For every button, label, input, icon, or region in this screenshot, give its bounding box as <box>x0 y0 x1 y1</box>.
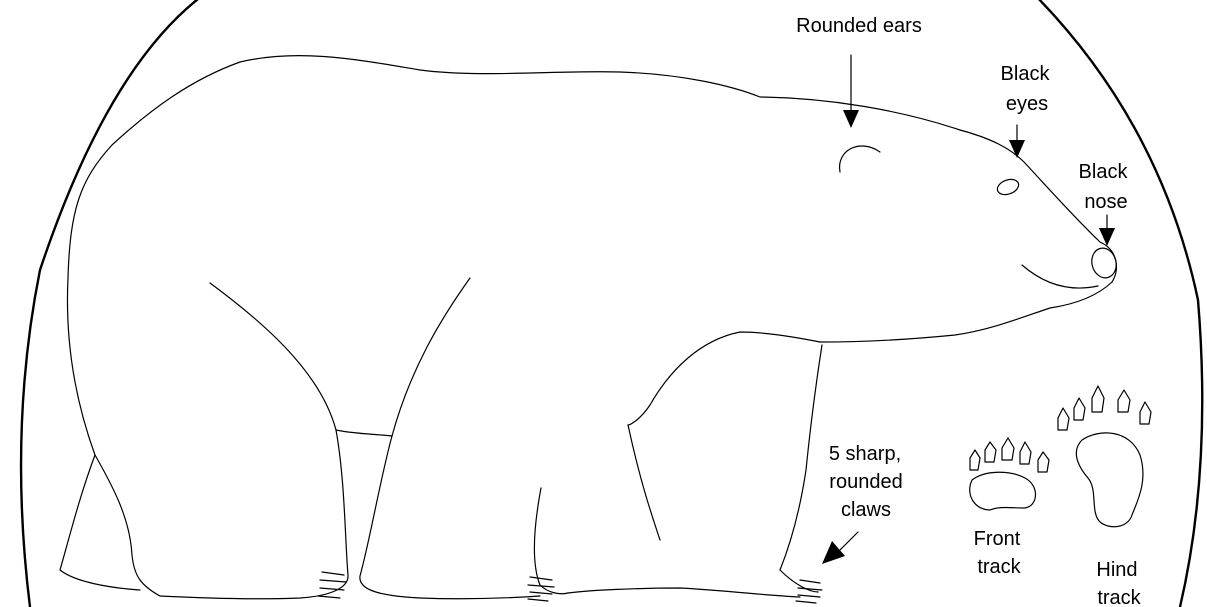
bear-outline <box>60 56 1116 599</box>
label-claws-line1: 5 sharp, <box>829 443 901 465</box>
label-claws-line2: rounded <box>829 471 902 493</box>
label-front-track-line1: Front <box>974 528 1021 550</box>
arrow-nose <box>1099 215 1115 246</box>
front-track-icon <box>970 438 1049 510</box>
claws-hind-right <box>528 577 554 601</box>
frame-circle <box>21 0 1202 607</box>
label-black-nose-line1: Black <box>1079 161 1129 183</box>
ear-shape <box>840 146 880 172</box>
label-hind-track-line1: Hind <box>1096 559 1137 581</box>
label-black-eyes-line2: eyes <box>1006 93 1048 115</box>
label-hind-track-line2: track <box>1097 587 1141 607</box>
label-claws-line3: claws <box>841 499 891 521</box>
label-rounded-ears: Rounded ears <box>796 15 922 37</box>
arrow-eyes <box>1009 125 1025 158</box>
hind-track-icon <box>1058 386 1151 527</box>
label-black-nose-line2: nose <box>1084 191 1127 213</box>
label-front-track-line2: track <box>977 556 1021 578</box>
arrow-claws <box>822 532 858 564</box>
claws-hind-left <box>318 572 346 598</box>
label-black-eyes-line1: Black <box>1001 63 1051 85</box>
arrow-ears <box>843 55 859 128</box>
eye-shape <box>995 177 1020 198</box>
